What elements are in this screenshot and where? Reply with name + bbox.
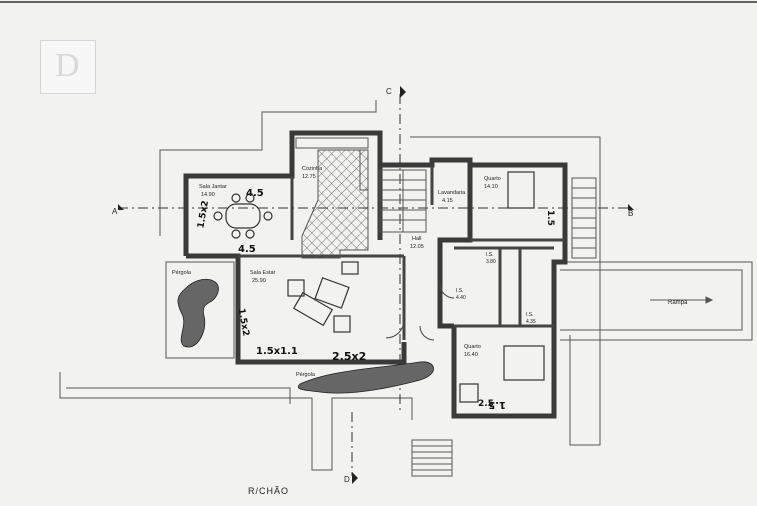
handwritten-note-dining-length: 4.5 <box>238 244 256 255</box>
room-label-is-1: I.S. <box>486 252 494 258</box>
right-steps <box>571 177 597 259</box>
floor-label: R/CHÃO <box>248 486 289 496</box>
doors <box>385 283 455 341</box>
dining-table <box>213 193 273 239</box>
room-area-sala-jantar: 14.90 <box>201 192 215 198</box>
room-area-is-2: 4.40 <box>456 295 466 301</box>
kitchen-counters <box>295 137 369 191</box>
room-area-cozinha: 12.75 <box>302 174 316 180</box>
handwritten-note-dining-width: 4.5 <box>246 188 264 199</box>
logo-letter: D <box>55 47 80 84</box>
room-area-hall: 12.05 <box>410 244 424 250</box>
section-lines <box>118 94 628 476</box>
room-label-is-3: I.S. <box>526 312 534 318</box>
stairs <box>379 169 427 233</box>
section-markers <box>118 86 634 484</box>
handwritten-note-living-window: 1.5x2 <box>236 308 251 337</box>
bottom-steps <box>411 439 453 477</box>
section-mark-d: D <box>344 475 350 484</box>
room-label-quarto-bottom: Quarto <box>464 344 481 350</box>
room-area-quarto-top: 14.10 <box>484 184 498 190</box>
ramp <box>560 261 753 341</box>
handwritten-note-bedroom-window: 1.5 <box>545 210 555 226</box>
section-mark-c: C <box>386 87 392 96</box>
handwritten-note-living-door: 2.5x2 <box>332 350 366 363</box>
room-label-quarto-top: Quarto <box>484 176 501 182</box>
bedroom-furniture <box>459 171 545 403</box>
handwritten-note-living-small-window: 1.5x1.1 <box>256 346 298 357</box>
section-mark-b: B <box>628 209 633 218</box>
section-mark-a: A <box>112 207 118 216</box>
room-area-is-3: 4.35 <box>526 319 536 325</box>
handwritten-note-dining-window: 1.5x2 <box>196 200 211 229</box>
watermark-logo: D <box>40 40 96 94</box>
handwritten-note-bedroom-bottom-2: 2.5 <box>478 399 494 409</box>
room-area-is-1: 3.80 <box>486 259 496 265</box>
room-label-sala-estar: Sala Estar <box>250 270 276 276</box>
room-label-pergola-left: Pérgola <box>172 270 192 276</box>
room-label-is-2: I.S. <box>456 288 464 294</box>
interior-walls <box>238 165 565 340</box>
vegetation <box>177 279 434 394</box>
site-outline <box>59 100 601 471</box>
room-label-sala-jantar: Sala Jantar <box>199 184 227 190</box>
handwritten-note-bedroom-bottom: 1.5 <box>488 399 506 410</box>
room-area-sala-estar: 25.90 <box>252 278 266 284</box>
ramp-label: Rampa <box>668 300 688 306</box>
room-label-cozinha: Cozinha <box>302 166 323 172</box>
living-room-furniture <box>287 261 359 333</box>
room-area-quarto-bottom: 16.40 <box>464 352 478 358</box>
room-area-lavandaria: 4.15 <box>442 198 453 204</box>
room-label-pergola-bottom: Pérgola <box>296 372 316 378</box>
room-label-hall: Hall <box>412 236 421 242</box>
room-label-lavandaria: Lavandaria <box>438 190 466 196</box>
pergola-left-structure <box>165 261 235 359</box>
